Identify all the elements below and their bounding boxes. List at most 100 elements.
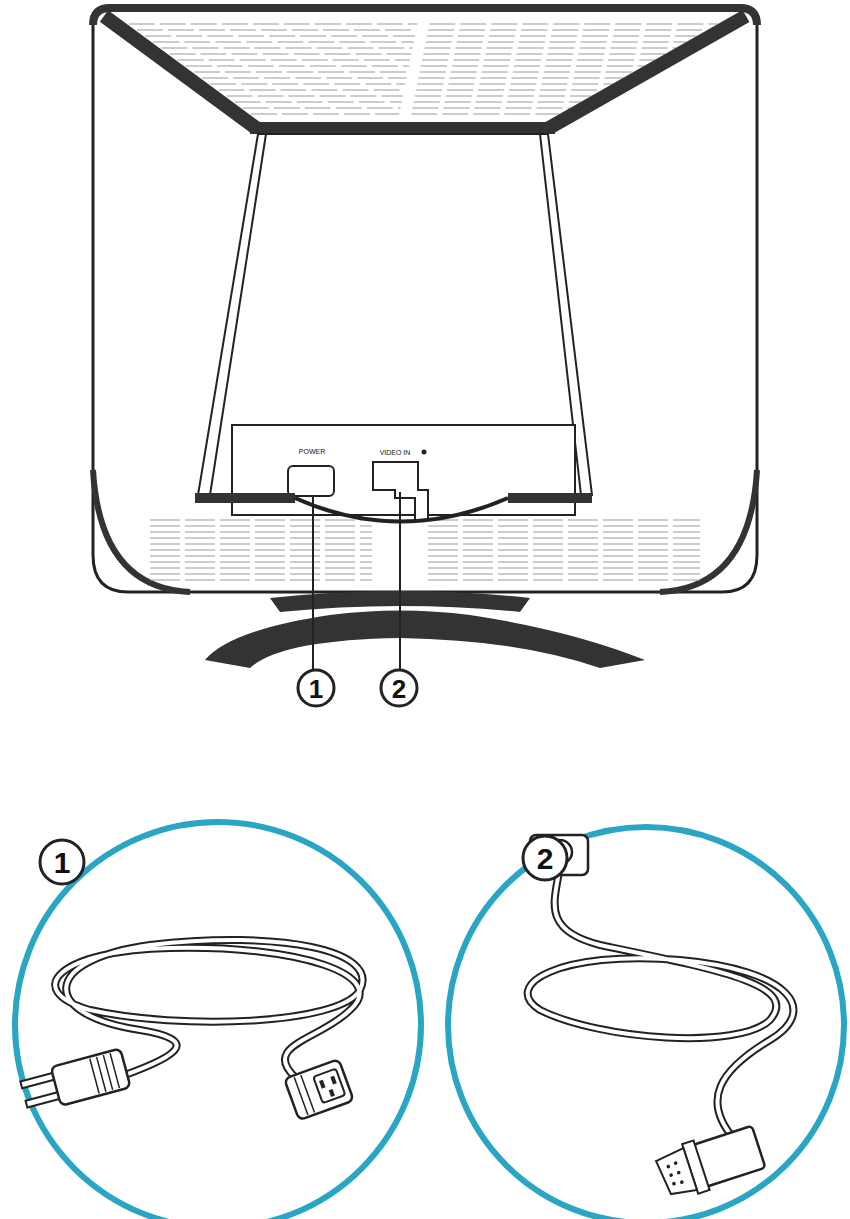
callout-circle xyxy=(40,840,84,884)
monitor-housing xyxy=(427,36,697,37)
iec-connector xyxy=(319,1080,325,1089)
monitor-housing xyxy=(153,42,413,43)
monitor-housing xyxy=(145,36,415,37)
monitor-housing xyxy=(428,550,700,551)
monitor-housing xyxy=(93,8,757,25)
callout-circle xyxy=(298,670,417,706)
cable xyxy=(528,866,794,1140)
vga-connector xyxy=(673,1161,678,1166)
monitor-housing xyxy=(150,526,372,527)
monitor-housing xyxy=(194,72,408,73)
iec-connector xyxy=(329,1089,335,1097)
port-label: POWER xyxy=(299,448,325,455)
connector-panel xyxy=(422,450,427,455)
port-label: VIDEO IN xyxy=(380,449,411,456)
monitor-housing xyxy=(150,574,372,575)
monitor-housing xyxy=(428,538,700,539)
monitor-housing xyxy=(419,78,623,79)
housing-shelf xyxy=(195,493,592,522)
monitor-housing xyxy=(150,556,372,557)
monitor-housing xyxy=(137,30,416,31)
monitor-housing xyxy=(428,532,700,533)
vga-connector xyxy=(669,1173,674,1178)
monitor-housing xyxy=(251,114,399,115)
monitor-housing xyxy=(411,114,559,115)
vga-connector xyxy=(680,1180,685,1185)
vga-connector xyxy=(655,1148,697,1199)
monitor-housing xyxy=(243,108,401,109)
callout-circle xyxy=(381,670,417,706)
iec-connector xyxy=(284,1059,354,1120)
monitor-housing xyxy=(428,30,707,31)
monitor-housing xyxy=(202,78,406,79)
monitor-housing xyxy=(210,84,405,85)
monitor-housing xyxy=(150,562,372,563)
iec-connector xyxy=(301,1075,315,1113)
connector-panel xyxy=(232,425,575,520)
cable xyxy=(528,866,794,1140)
monitor-housing xyxy=(218,90,404,91)
monitor-housing xyxy=(428,562,700,563)
leader-line xyxy=(313,492,400,669)
monitor-housing xyxy=(161,48,412,49)
housing-shelf xyxy=(195,493,295,503)
monitor-housing xyxy=(549,16,746,128)
monitor-housing xyxy=(425,48,676,49)
monitor-housing xyxy=(415,96,591,97)
monitor-housing xyxy=(186,66,409,67)
monitor-stand xyxy=(205,591,645,668)
monitor-housing xyxy=(428,526,700,527)
iec-connector xyxy=(294,1077,308,1115)
monitor-housing xyxy=(428,580,700,581)
callout-number: 2 xyxy=(392,676,406,702)
monitor-stand xyxy=(205,611,645,669)
power-plug xyxy=(19,1049,131,1115)
iec-connector xyxy=(313,1069,345,1104)
iec-connector xyxy=(284,1059,354,1120)
monitor-housing xyxy=(170,54,412,55)
leader-line xyxy=(312,497,314,669)
iec-connector xyxy=(330,1076,336,1085)
callout-circle xyxy=(40,836,567,884)
monitor-housing xyxy=(150,520,372,521)
connector-panel xyxy=(288,466,334,496)
detail-circle xyxy=(15,822,844,1219)
cable xyxy=(55,866,793,1140)
monitor-housing xyxy=(150,532,372,533)
callout-number: 1 xyxy=(309,676,323,702)
monitor-housing xyxy=(104,16,256,128)
housing-shelf xyxy=(508,493,592,503)
power-plug xyxy=(51,1049,131,1106)
monitor-housing xyxy=(422,60,654,61)
monitor-housing xyxy=(93,8,757,592)
monitor-housing xyxy=(150,538,372,539)
detail-circle xyxy=(15,822,421,1219)
monitor-housing xyxy=(417,84,612,85)
monitor-housing xyxy=(428,556,700,557)
monitor-housing xyxy=(150,544,372,545)
monitor-housing xyxy=(428,544,700,545)
monitor-housing xyxy=(428,568,700,569)
monitor-housing xyxy=(414,102,581,103)
vga-connector xyxy=(676,1170,681,1175)
detail-circle xyxy=(448,827,844,1219)
callout-number: 1 xyxy=(54,848,71,878)
callout-number: 2 xyxy=(537,844,554,874)
monitor-housing xyxy=(421,66,644,67)
monitor-housing xyxy=(428,574,700,575)
monitor-housing xyxy=(150,520,700,580)
monitor-housing xyxy=(428,520,700,521)
callout-circle xyxy=(298,670,334,706)
monitor-housing xyxy=(93,8,757,592)
monitor-housing xyxy=(423,54,665,55)
monitor-housing xyxy=(129,24,418,25)
callout-circle xyxy=(523,836,567,880)
monitor-housing xyxy=(426,42,686,43)
monitor-housing xyxy=(150,550,372,551)
vga-connector xyxy=(666,1164,671,1169)
monitor-housing xyxy=(150,568,372,569)
monitor-housing xyxy=(429,24,718,25)
housing-shelf xyxy=(295,498,508,522)
